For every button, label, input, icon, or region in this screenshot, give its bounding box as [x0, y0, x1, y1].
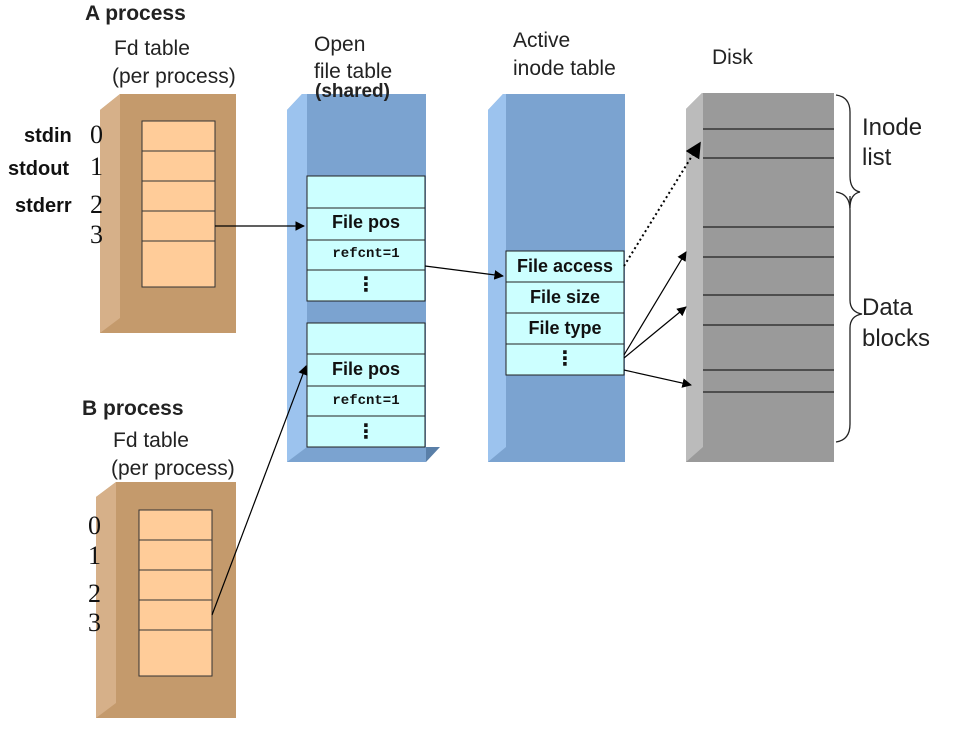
inode-list-label-1: Inode [862, 114, 923, 141]
process-b-title: B process [82, 397, 184, 420]
arrow-b-fd3-to-open-file [211, 365, 308, 616]
entry-1-refcnt: refcnt=1 [332, 246, 400, 262]
process-a-fd-index-0: 0 [90, 120, 103, 149]
stderr-label: stderr [15, 195, 72, 217]
entry-2-more: ⋮ [356, 421, 376, 443]
entry-2-refcnt: refcnt=1 [332, 393, 400, 409]
process-a-fd-cells [141, 120, 216, 288]
process-a-fd-index-2: 2 [90, 190, 103, 219]
process-b-fd-cells [138, 509, 213, 677]
entry-2-file-pos: File pos [331, 359, 400, 379]
arrow-inode-to-block-1 [623, 251, 687, 356]
data-blocks-label-1: Data [862, 294, 913, 321]
disk [686, 93, 863, 462]
inode-file-type: File type [528, 318, 602, 338]
process-a-title: A process [85, 2, 186, 25]
open-file-table-label-2: file table [314, 60, 393, 83]
inode-list-label-2: list [862, 144, 892, 171]
inode-table-label-2: inode table [513, 57, 616, 80]
disk-label: Disk [712, 46, 753, 69]
process-b-fd-index-2: 2 [88, 579, 101, 608]
inode-file-access: File access [516, 256, 614, 276]
inode-table-label-1: Active [513, 29, 571, 52]
stdin-label: stdin [24, 125, 72, 147]
data-blocks-label-2: blocks [862, 325, 931, 352]
open-file-entry-1 [306, 175, 426, 302]
process-b-fd-index-3: 3 [88, 608, 101, 637]
process-b-fd-table [96, 482, 236, 718]
process-a-fd-table [100, 94, 236, 333]
process-b-fd-index-1: 1 [88, 541, 101, 570]
inode-entry [505, 250, 625, 376]
entry-1-more: ⋮ [356, 274, 376, 296]
open-file-table-label-1: Open [314, 33, 366, 56]
open-file-table [287, 94, 440, 462]
arrow-open-file-to-inode [424, 265, 504, 280]
process-b-fd-table-label-2: (per process) [111, 457, 235, 480]
process-a-fd-index-1: 1 [90, 152, 103, 181]
arrow-inode-to-block-3 [623, 369, 692, 388]
disk-block-lines [703, 128, 834, 393]
process-b-fd-table-label-1: Fd table [113, 429, 189, 452]
inode-file-size: File size [529, 287, 601, 307]
arrows [211, 141, 701, 616]
arrow-inode-to-block-2 [623, 306, 687, 359]
arrow-inode-to-inode-list [623, 141, 701, 267]
data-blocks-brace [835, 191, 863, 443]
inode-more: ⋮ [555, 348, 575, 370]
process-a-fd-index-3: 3 [90, 220, 103, 249]
stdout-label: stdout [8, 158, 70, 180]
process-a-fd-table-label-2: (per process) [112, 65, 236, 88]
active-inode-table [488, 94, 625, 462]
open-file-table-label-3: (shared) [315, 81, 390, 102]
open-file-entry-2 [306, 322, 426, 448]
process-b-fd-index-0: 0 [88, 511, 101, 540]
inode-list-brace [835, 94, 861, 209]
process-a-fd-table-label-1: Fd table [114, 37, 190, 60]
entry-1-file-pos: File pos [331, 212, 400, 232]
